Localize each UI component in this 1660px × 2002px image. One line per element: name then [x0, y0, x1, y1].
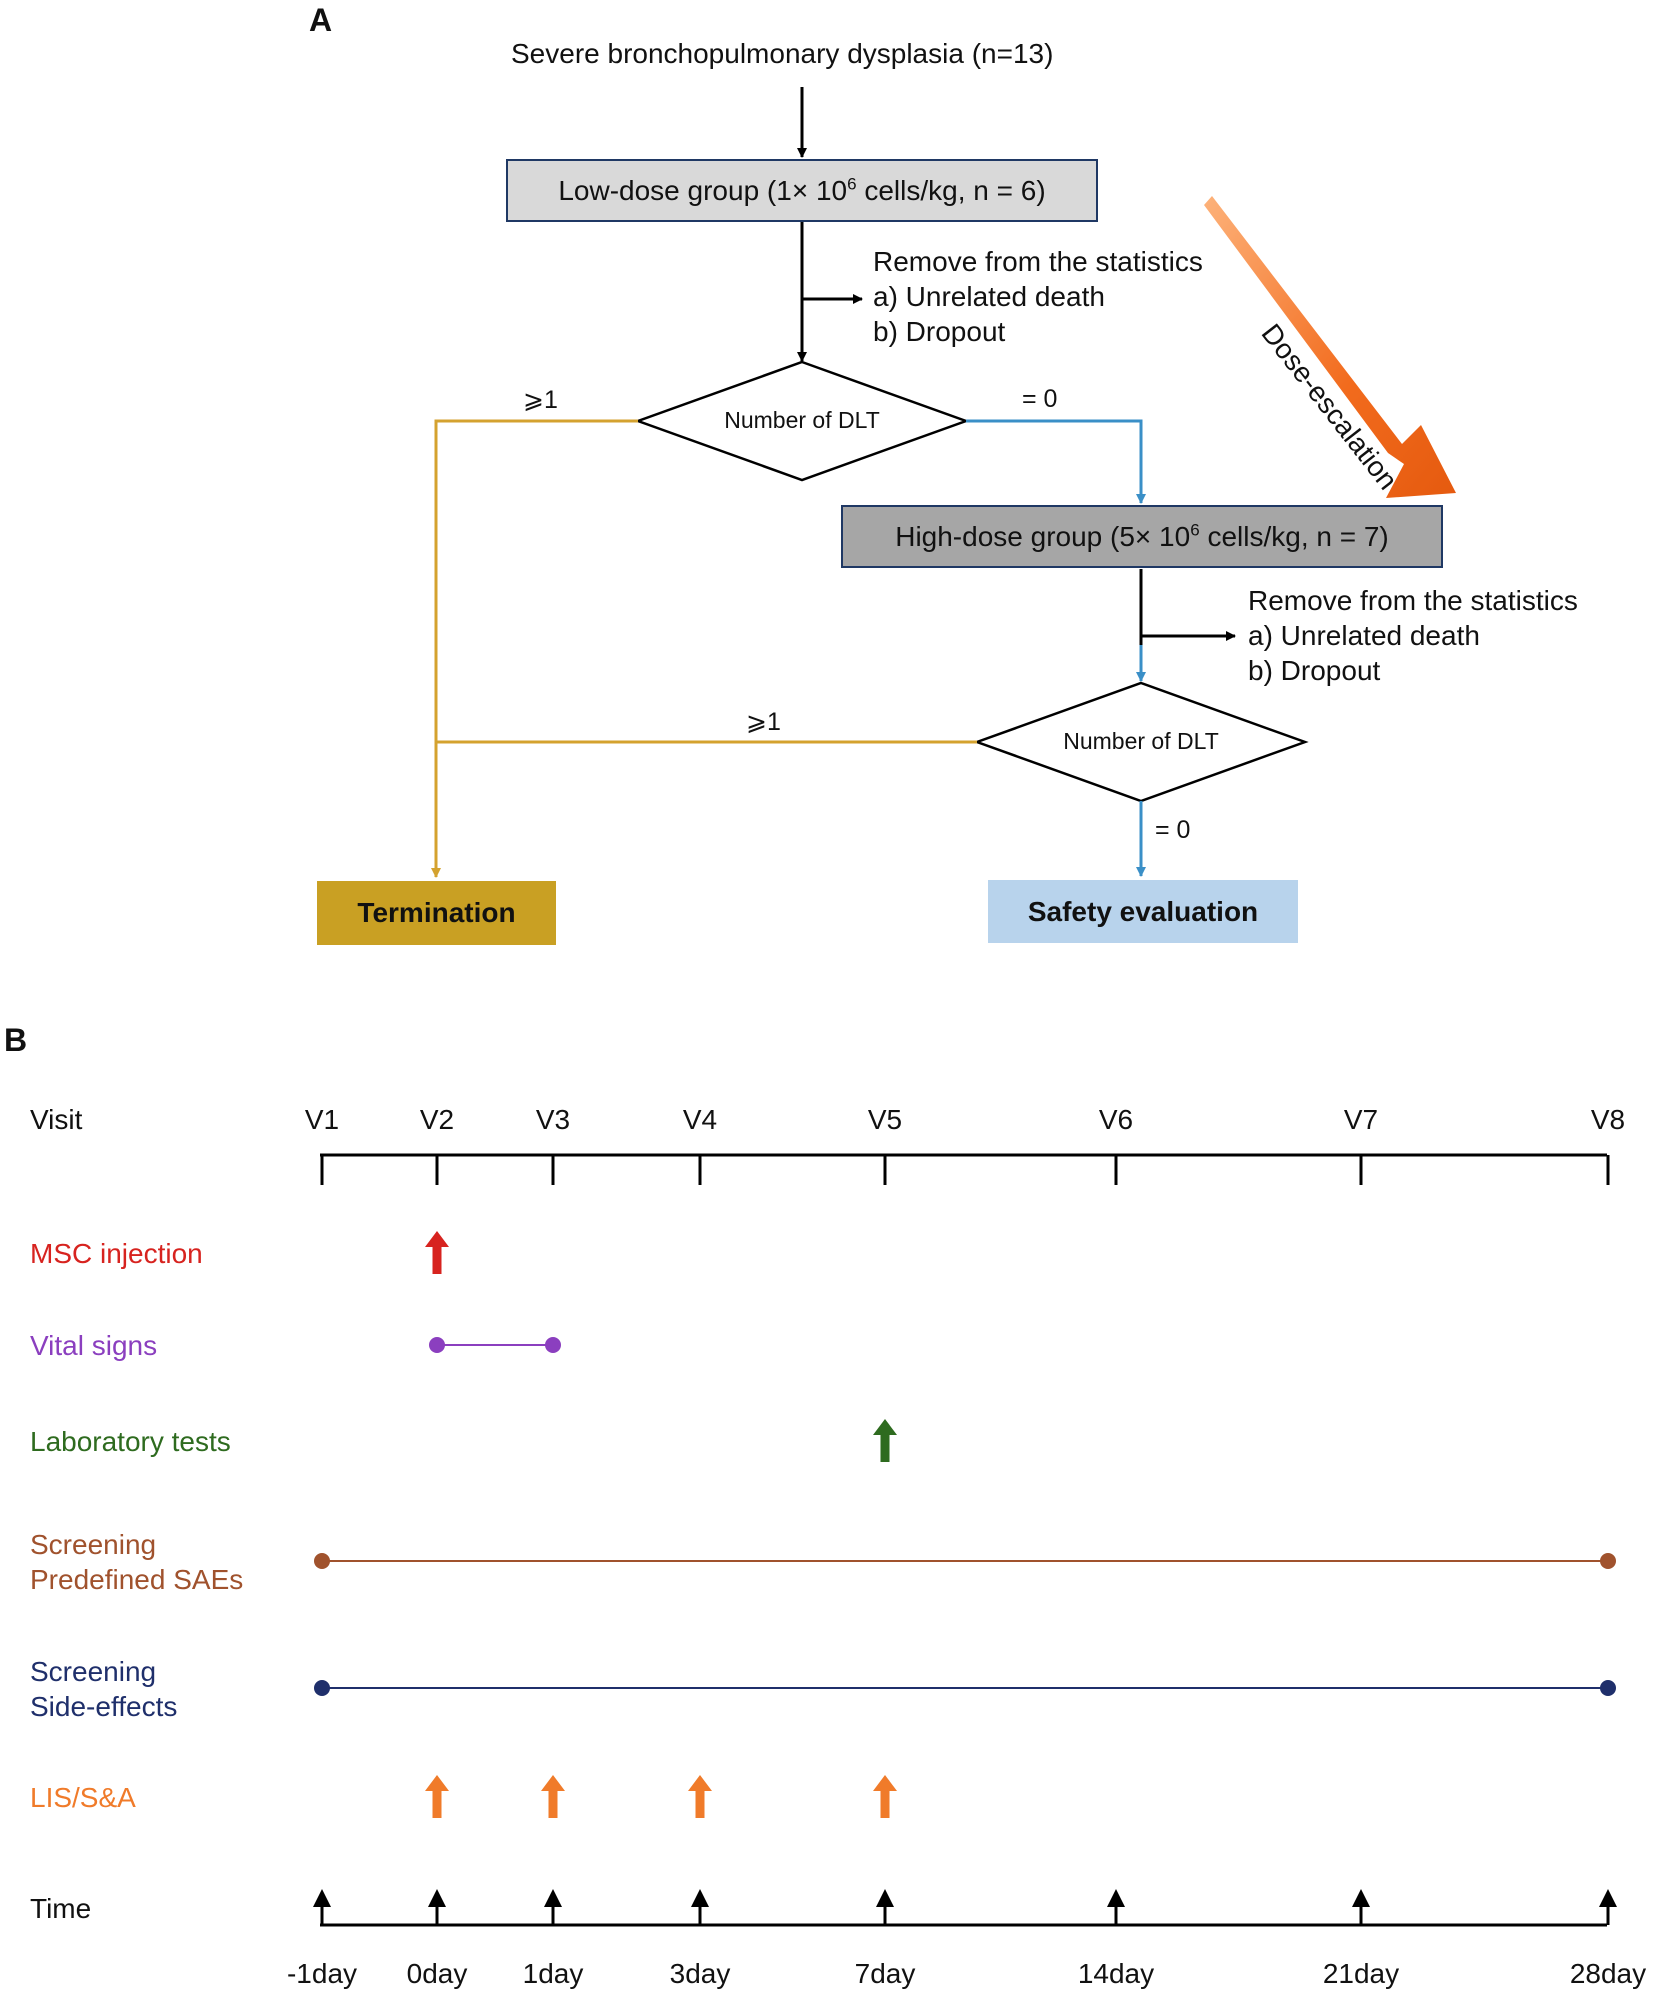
marker-lis-head-v5	[873, 1775, 897, 1791]
visit-label-v2: V2	[419, 1104, 455, 1135]
low-dose-box: Low-dose group (1× 106 cells/kg, n = 6)	[506, 159, 1098, 222]
marker-lis-shaft-v3	[548, 1789, 558, 1818]
marker-lis-shaft-v2	[432, 1789, 442, 1818]
safety-evaluation-box: Safety evaluation	[988, 880, 1298, 943]
time-tick-arrowhead-1	[428, 1889, 446, 1907]
marker-msc-shaft-v2	[432, 1245, 442, 1274]
row-label-sae: Screening Predefined SAEs	[30, 1527, 243, 1597]
time-label-5: 14day	[1077, 1958, 1155, 1989]
remove-note-2-a: a) Unrelated death	[1248, 620, 1480, 651]
time-tick-arrowhead-0	[313, 1889, 331, 1907]
condition-ge1-b: ⩾1	[746, 708, 781, 736]
time-label-3: 3day	[669, 1958, 731, 1989]
marker-vital-end-dot	[545, 1337, 561, 1353]
time-label-1: 0day	[406, 1958, 468, 1989]
remove-note-1-title: Remove from the statistics	[873, 246, 1203, 277]
path-eq0-to-high	[966, 419, 1146, 504]
time-label-6: 21day	[1322, 1958, 1400, 1989]
visit-label-v7: V7	[1343, 1104, 1379, 1135]
row-label-side-line2: Side-effects	[30, 1691, 178, 1722]
row-label-side-line1: Screening	[30, 1656, 157, 1687]
row-label-lab: Laboratory tests	[30, 1426, 231, 1457]
row-label-msc: MSC injection	[30, 1238, 203, 1269]
marker-lis-shaft-v4	[695, 1789, 705, 1818]
visit-label-v6: V6	[1098, 1104, 1134, 1135]
marker-sae-start-dot	[314, 1553, 330, 1569]
low-dose-label: Low-dose group (1× 106 cells/kg, n = 6)	[558, 174, 1046, 206]
termination-box: Termination	[317, 881, 556, 945]
marker-vital-start-dot	[429, 1337, 445, 1353]
time-tick-arrowhead-4	[876, 1889, 894, 1907]
visit-ticks	[320, 1155, 1610, 1185]
visit-label-v4: V4	[682, 1104, 718, 1135]
row-label-sae-line1: Screening	[30, 1529, 157, 1560]
dose-escalation-arrow	[1204, 196, 1456, 498]
visit-label-v5: V5	[867, 1104, 903, 1135]
time-tick-arrowhead-5	[1107, 1889, 1125, 1907]
high-dose-box: High-dose group (5× 106 cells/kg, n = 7)	[841, 505, 1443, 568]
time-label-7: 28day	[1569, 1958, 1647, 1989]
time-tick-arrowhead-7	[1599, 1889, 1617, 1907]
marker-side-start-dot	[314, 1680, 330, 1696]
condition-eq0-a: = 0	[1022, 385, 1058, 413]
marker-lis-head-v3	[541, 1775, 565, 1791]
remove-note-1-b: b) Dropout	[873, 316, 1006, 347]
time-tick-arrowhead-2	[544, 1889, 562, 1907]
decision-2-label: Number of DLT	[1063, 728, 1219, 754]
condition-eq0-b: = 0	[1155, 816, 1191, 844]
remove-note-1-a: a) Unrelated death	[873, 281, 1105, 312]
row-label-lis: LIS/S&A	[30, 1782, 136, 1813]
start-population-text: Severe bronchopulmonary dysplasia (n=13)	[511, 38, 1054, 69]
remove-note-1: Remove from the statistics a) Unrelated …	[873, 244, 1203, 349]
marker-lis-shaft-v5	[880, 1789, 890, 1818]
time-tick-arrowhead-3	[691, 1889, 709, 1907]
remove-note-2-title: Remove from the statistics	[1248, 585, 1578, 616]
visit-label-v3: V3	[535, 1104, 571, 1135]
decision-1-label: Number of DLT	[724, 407, 880, 433]
high-dose-label: High-dose group (5× 106 cells/kg, n = 7)	[895, 520, 1389, 552]
marker-msc-head-v2	[425, 1231, 449, 1247]
visit-label-v8: V8	[1590, 1104, 1626, 1135]
remove-note-2-b: b) Dropout	[1248, 655, 1381, 686]
row-label-sae-line2: Predefined SAEs	[30, 1564, 244, 1595]
path-ge1-to-termination	[431, 419, 638, 878]
panel-a-label: A	[309, 2, 333, 38]
time-header: Time	[30, 1893, 92, 1924]
visit-label-v1: V1	[304, 1104, 340, 1135]
remove-note-2: Remove from the statistics a) Unrelated …	[1248, 583, 1578, 688]
time-label-2: 1day	[522, 1958, 584, 1989]
decision-diamond-1	[634, 360, 970, 482]
row-label-vital: Vital signs	[30, 1330, 158, 1361]
row-label-side: Screening Side-effects	[30, 1654, 177, 1724]
time-ticks	[313, 1889, 1617, 1925]
marker-lis-head-v2	[425, 1775, 449, 1791]
row-markers	[314, 1231, 1616, 1818]
condition-ge1-a: ⩾1	[523, 386, 558, 414]
marker-lab-shaft-v5	[880, 1433, 890, 1462]
marker-lab-head-v5	[873, 1419, 897, 1435]
termination-label: Termination	[357, 897, 516, 928]
time-tick-arrowhead-6	[1352, 1889, 1370, 1907]
marker-sae-end-dot	[1600, 1553, 1616, 1569]
safety-evaluation-label: Safety evaluation	[1027, 895, 1259, 927]
marker-side-end-dot	[1600, 1680, 1616, 1696]
time-label-4: 7day	[854, 1958, 916, 1989]
marker-lis-head-v4	[688, 1775, 712, 1791]
panel-b-label: B	[4, 1022, 28, 1058]
time-label-0: -1day	[286, 1958, 358, 1989]
visit-header: Visit	[30, 1104, 83, 1135]
